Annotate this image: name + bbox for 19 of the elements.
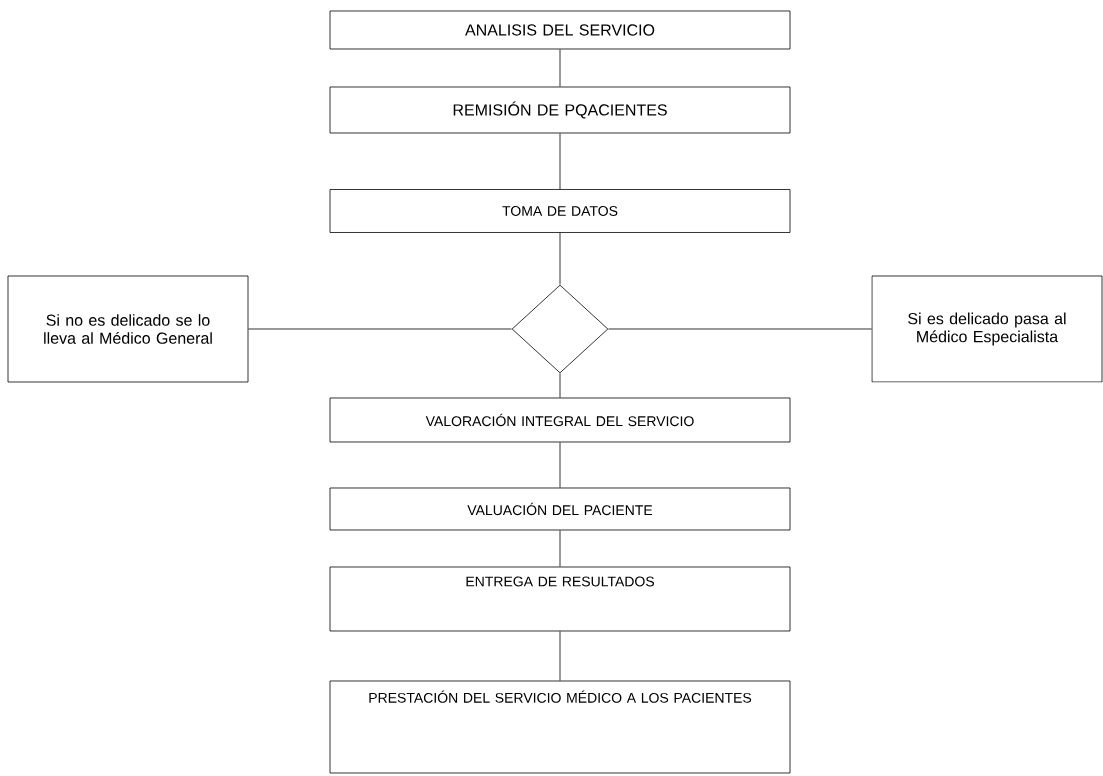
connector-line bbox=[248, 328, 512, 330]
process-box: VALUACIÓN DEL PACIENTE bbox=[329, 487, 791, 531]
connector-line bbox=[559, 631, 561, 681]
connector-line bbox=[559, 373, 561, 398]
process-box: TOMA DE DATOS bbox=[329, 189, 791, 233]
connector-line bbox=[559, 530, 561, 567]
connector-line bbox=[559, 49, 561, 87]
process-box: REMISIÓN DE PQACIENTES bbox=[329, 86, 791, 134]
decision-diamond bbox=[511, 284, 609, 374]
connector-line bbox=[608, 328, 872, 330]
connector-line bbox=[559, 232, 561, 285]
connector-line bbox=[559, 133, 561, 190]
process-box: Si es delicado pasa al Médico Especialista bbox=[871, 275, 1103, 383]
process-box: VALORACIÓN INTEGRAL DEL SERVICIO bbox=[329, 397, 791, 443]
process-box: PRESTACIÓN DEL SERVICIO MÉDICO A LOS PACIENTES bbox=[329, 680, 791, 774]
process-box: Si no es delicado se lo lleva al Médico General bbox=[7, 275, 249, 383]
process-box: ENTREGA DE RESULTADOS bbox=[329, 566, 791, 632]
connector-line bbox=[559, 442, 561, 488]
process-box: ANALISIS DEL SERVICIO bbox=[329, 10, 791, 50]
